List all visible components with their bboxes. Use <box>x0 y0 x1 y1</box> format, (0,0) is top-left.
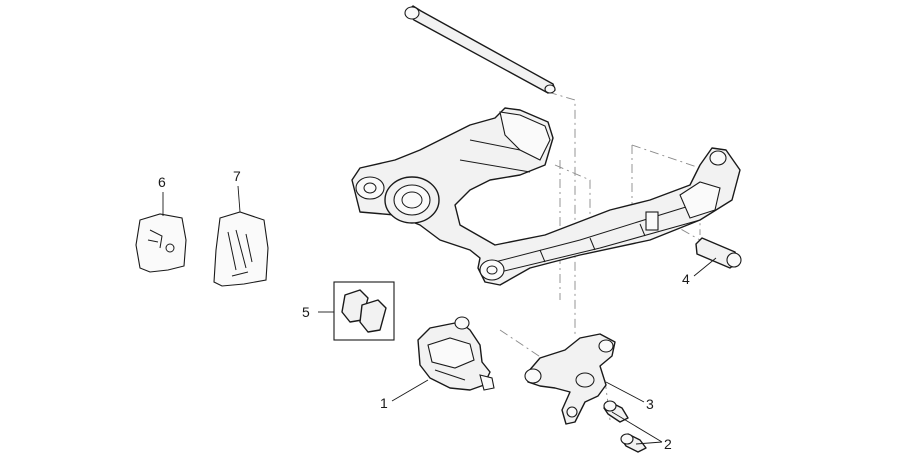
callout-labels: 6 7 5 1 3 2 4 <box>158 168 690 452</box>
callout-2: 2 <box>664 436 672 452</box>
callout-5: 5 <box>302 304 310 320</box>
swingarm <box>351 107 741 286</box>
callout-1: 1 <box>380 395 388 411</box>
hardware-bag-6 <box>135 213 187 273</box>
leader-lines <box>162 185 717 445</box>
brake-caliper <box>417 316 495 391</box>
callout-3: 3 <box>646 396 654 412</box>
swingarm-pivot-shaft <box>404 5 556 94</box>
hardware-bag-7 <box>213 211 269 287</box>
brake-pads-kit <box>333 281 395 341</box>
bracket-bolts <box>603 400 647 453</box>
callout-4: 4 <box>682 271 690 287</box>
callout-7: 7 <box>233 168 241 184</box>
caliper-bracket <box>524 333 616 425</box>
axle-bolt <box>695 237 742 269</box>
callout-6: 6 <box>158 174 166 190</box>
